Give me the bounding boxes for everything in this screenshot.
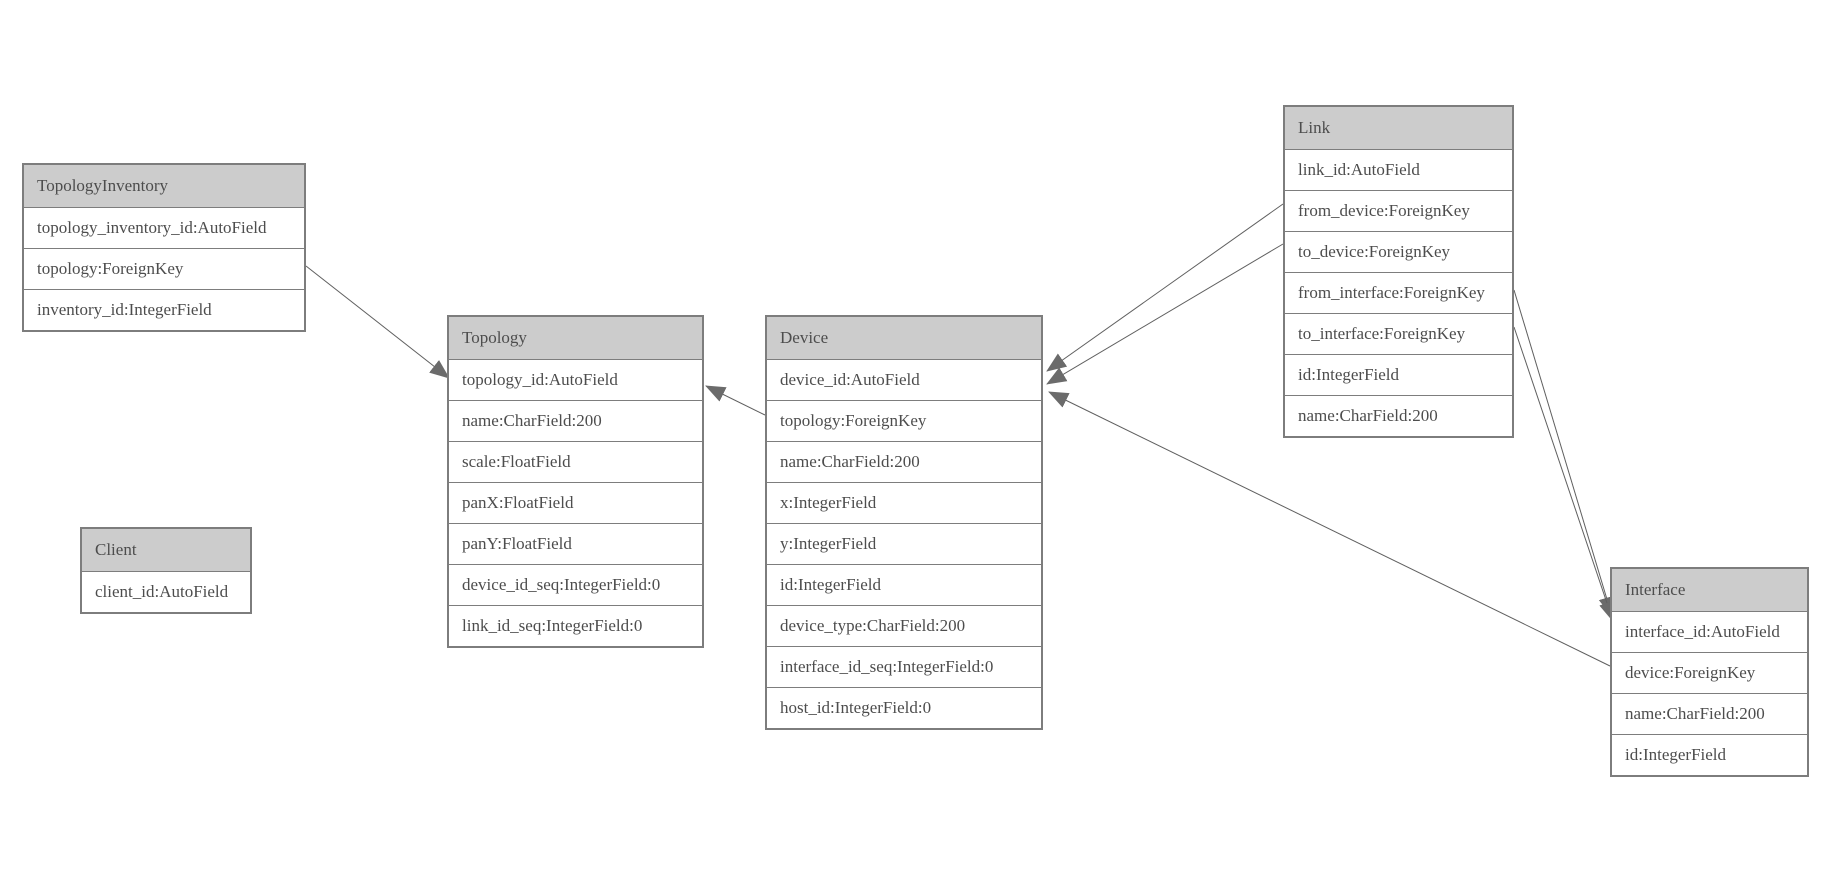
entity-topology[interactable]: Topology topology_id:AutoField name:Char… — [447, 315, 704, 648]
relation-Link.from_device-to-Device.device_id — [1046, 203, 1284, 372]
field-row[interactable]: device:ForeignKey — [1612, 653, 1807, 694]
field-row[interactable]: topology:ForeignKey — [24, 249, 304, 290]
relation-Link.to_device-to-Device.device_id — [1046, 243, 1284, 385]
relation-Interface.device-to-Device.device_id — [1048, 391, 1611, 667]
field-row[interactable]: link_id:AutoField — [1285, 150, 1512, 191]
entity-link[interactable]: Link link_id:AutoField from_device:Forei… — [1283, 105, 1514, 438]
entity-header[interactable]: Topology — [449, 317, 702, 360]
field-row[interactable]: link_id_seq:IntegerField:0 — [449, 606, 702, 646]
entity-header[interactable]: Device — [767, 317, 1041, 360]
entity-title: Interface — [1625, 580, 1686, 599]
field-row[interactable]: panY:FloatField — [449, 524, 702, 565]
field-row[interactable]: y:IntegerField — [767, 524, 1041, 565]
field-row[interactable]: interface_id_seq:IntegerField:0 — [767, 647, 1041, 688]
entity-header[interactable]: Interface — [1612, 569, 1807, 612]
entity-title: Link — [1298, 118, 1331, 137]
field-row[interactable]: from_device:ForeignKey — [1285, 191, 1512, 232]
relation-Device.topology-to-Topology.topology_id — [705, 385, 766, 416]
field-row[interactable]: panX:FloatField — [449, 483, 702, 524]
field-row[interactable]: name:CharField:200 — [767, 442, 1041, 483]
field-row[interactable]: x:IntegerField — [767, 483, 1041, 524]
field-row[interactable]: client_id:AutoField — [82, 572, 250, 612]
entity-header[interactable]: Link — [1285, 107, 1512, 150]
field-row[interactable]: from_interface:ForeignKey — [1285, 273, 1512, 314]
field-row[interactable]: inventory_id:IntegerField — [24, 290, 304, 330]
field-row[interactable]: to_device:ForeignKey — [1285, 232, 1512, 273]
field-row[interactable]: topology:ForeignKey — [767, 401, 1041, 442]
entity-title: TopologyInventory — [37, 176, 169, 195]
relation-Link.to_interface-to-Interface.interface_id — [1513, 326, 1615, 622]
entity-client[interactable]: Client client_id:AutoField — [80, 527, 252, 614]
entity-topology-inventory[interactable]: TopologyInventory topology_inventory_id:… — [22, 163, 306, 332]
field-row[interactable]: device_id_seq:IntegerField:0 — [449, 565, 702, 606]
field-row[interactable]: name:CharField:200 — [449, 401, 702, 442]
relation-Link.from_interface-to-Interface.interface_id — [1513, 289, 1615, 617]
entity-device[interactable]: Device device_id:AutoField topology:Fore… — [765, 315, 1043, 730]
field-row[interactable]: topology_id:AutoField — [449, 360, 702, 401]
field-row[interactable]: to_interface:ForeignKey — [1285, 314, 1512, 355]
field-row[interactable]: interface_id:AutoField — [1612, 612, 1807, 653]
field-row[interactable]: scale:FloatField — [449, 442, 702, 483]
field-row[interactable]: device_id:AutoField — [767, 360, 1041, 401]
field-row[interactable]: id:IntegerField — [767, 565, 1041, 606]
field-row[interactable]: id:IntegerField — [1612, 735, 1807, 775]
entity-title: Client — [95, 540, 137, 559]
entity-header[interactable]: Client — [82, 529, 250, 572]
relation-TopologyInventory.topology-to-Topology.topology_id — [305, 265, 450, 379]
field-row[interactable]: id:IntegerField — [1285, 355, 1512, 396]
entity-interface[interactable]: Interface interface_id:AutoField device:… — [1610, 567, 1809, 777]
entity-title: Topology — [462, 328, 527, 347]
field-row[interactable]: name:CharField:200 — [1285, 396, 1512, 436]
field-row[interactable]: device_type:CharField:200 — [767, 606, 1041, 647]
field-row[interactable]: topology_inventory_id:AutoField — [24, 208, 304, 249]
field-row[interactable]: host_id:IntegerField:0 — [767, 688, 1041, 728]
entity-title: Device — [780, 328, 829, 347]
entity-header[interactable]: TopologyInventory — [24, 165, 304, 208]
field-row[interactable]: name:CharField:200 — [1612, 694, 1807, 735]
